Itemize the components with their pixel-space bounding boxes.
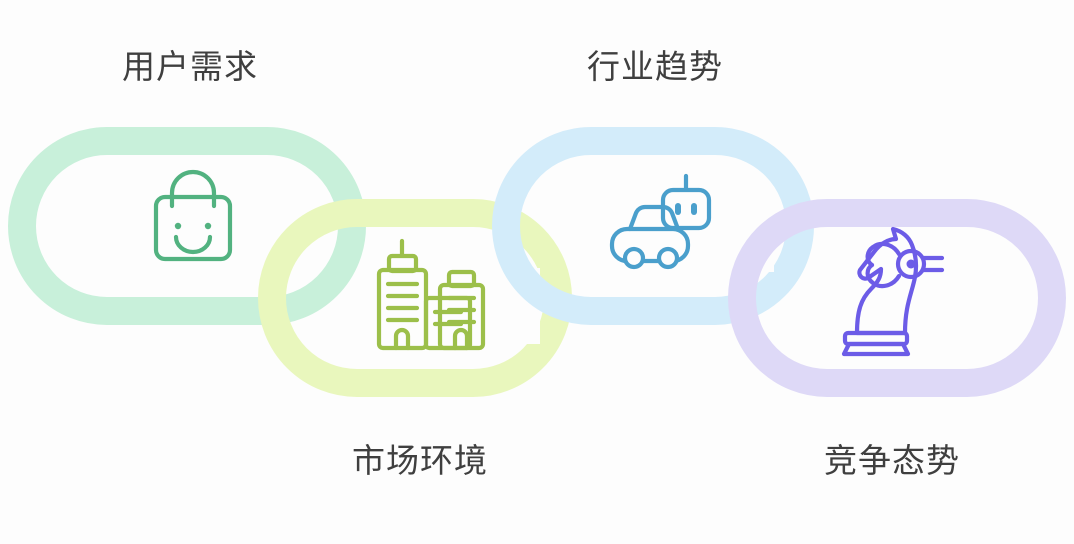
chain-label-competitive-landscape: 竞争态势	[824, 442, 960, 479]
city-buildings-icon	[376, 238, 486, 351]
shopping-bag-smile-icon	[153, 169, 233, 262]
chain-label-market-environment: 市场环境	[352, 442, 488, 479]
car-robot-icon	[609, 173, 712, 270]
chain-label-industry-trends: 行业趋势	[587, 48, 723, 85]
link-ring-competitive-landscape	[728, 199, 1066, 397]
chess-knight-robot-icon	[841, 226, 945, 357]
chain-label-user-needs: 用户需求	[122, 48, 258, 85]
chain-link-competitive-landscape[interactable]	[728, 199, 1066, 397]
